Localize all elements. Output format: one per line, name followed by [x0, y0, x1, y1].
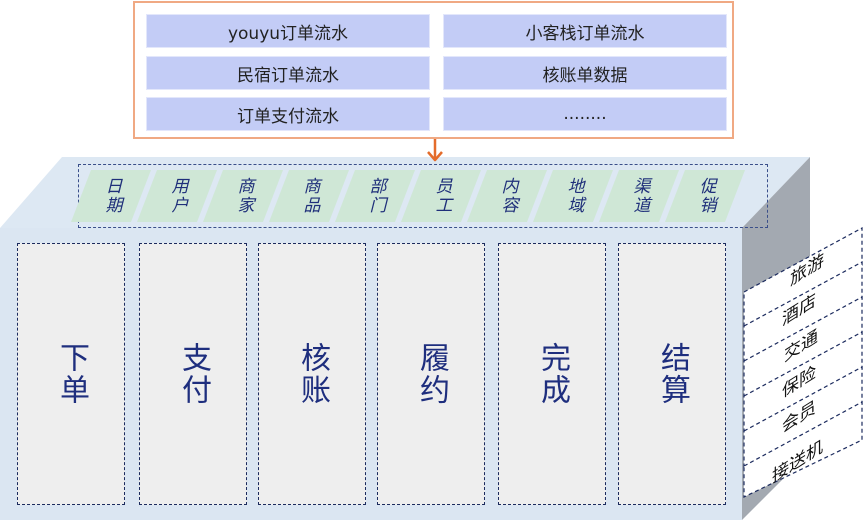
business-slat: [743, 365, 863, 471]
process-column: 下单: [17, 243, 125, 505]
dimension-item: 渠道: [599, 170, 679, 222]
dimension-item: 员工: [401, 170, 481, 222]
process-label: 结算: [655, 342, 690, 406]
source-item: 核账单数据: [443, 56, 727, 90]
dimension-label: 部门: [365, 177, 386, 215]
process-label: 核账: [295, 342, 330, 406]
down-arrow-icon: [427, 139, 443, 162]
process-label: 下单: [54, 342, 89, 406]
business-slat: [743, 295, 863, 401]
process-column: 核账: [258, 243, 366, 505]
dimension-label: 商品: [299, 177, 320, 215]
source-label: 小客栈订单流水: [525, 23, 645, 44]
dimension-item: 内容: [467, 170, 547, 222]
process-label: 支付: [176, 342, 211, 406]
dimension-label: 内容: [497, 177, 518, 215]
dimension-strip: 日期 用户 商家 商品 部门 员工 内容 地域 渠道 促销: [71, 164, 768, 228]
dimension-item: 日期: [71, 170, 151, 222]
source-item: ........: [443, 97, 727, 131]
dimension-label: 地域: [563, 177, 584, 215]
process-column: 完成: [498, 243, 606, 505]
dimension-item: 促销: [665, 170, 745, 222]
dimension-item: 地域: [533, 170, 613, 222]
source-label: 核账单数据: [542, 65, 628, 86]
source-item: 民宿订单流水: [146, 56, 430, 90]
dimension-label: 日期: [101, 177, 122, 215]
dimension-item: 商品: [269, 170, 349, 222]
source-item: youyu订单流水: [146, 14, 430, 48]
process-label: 完成: [535, 342, 570, 406]
dimension-label: 渠道: [629, 177, 650, 215]
source-label: ........: [563, 104, 607, 124]
dimension-label: 员工: [431, 177, 452, 215]
source-label: youyu订单流水: [227, 23, 349, 44]
source-item: 小客栈订单流水: [443, 14, 727, 48]
dimension-item: 用户: [137, 170, 217, 222]
business-slat: [743, 260, 863, 366]
business-slat: [743, 400, 863, 498]
business-slat: [743, 330, 863, 436]
source-label: 订单支付流水: [237, 106, 339, 127]
data-source-panel: youyu订单流水 小客栈订单流水 民宿订单流水 核账单数据 订单支付流水 ..…: [133, 1, 734, 139]
process-column: 履约: [377, 243, 485, 505]
dimension-item: 部门: [335, 170, 415, 222]
dimension-item: 商家: [203, 170, 283, 222]
dimension-label: 商家: [233, 177, 254, 215]
process-column: 结算: [618, 243, 726, 505]
source-label: 民宿订单流水: [237, 65, 339, 86]
process-column: 支付: [139, 243, 247, 505]
source-item: 订单支付流水: [146, 97, 430, 131]
dimension-label: 用户: [167, 177, 188, 215]
process-label: 履约: [414, 342, 449, 406]
dimension-label: 促销: [695, 177, 716, 215]
